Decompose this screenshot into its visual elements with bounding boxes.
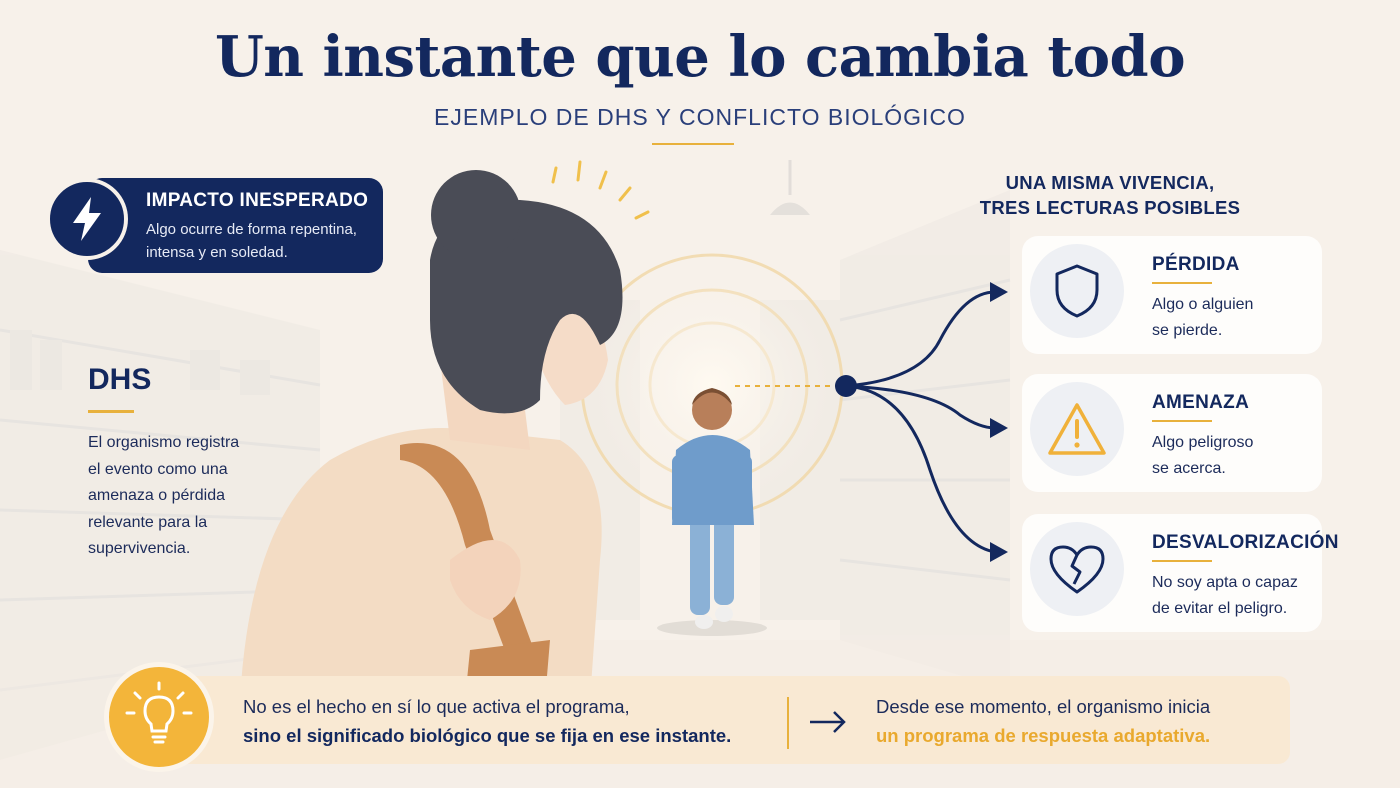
reading-card-amenaza: AMENAZA Algo peligroso se acerca. (1022, 374, 1322, 492)
impact-line-2: intensa y en soledad. (146, 244, 288, 261)
woman-figure (240, 170, 623, 700)
card-description: Algo o alguien se pierde. (1152, 292, 1253, 344)
dhs-line: el evento como una (88, 460, 228, 478)
card-line: Algo peligroso (1152, 434, 1254, 451)
card-underline (1152, 282, 1212, 284)
bottom-banner (150, 676, 1290, 764)
banner-text-1: No es el hecho en sí lo que activa el pr… (243, 696, 630, 717)
arrow-heads (990, 282, 1008, 562)
card-title: AMENAZA (1152, 392, 1250, 413)
shelves-left (0, 250, 321, 760)
lightning-icon (46, 178, 128, 260)
dhs-line: amenaza o pérdida (88, 487, 225, 504)
hub-dot (835, 375, 857, 397)
readings-heading-line-2: TRES LECTURAS POSIBLES (979, 197, 1241, 218)
banner-text-4: un programa de respuesta adaptativa. (876, 725, 1211, 746)
card-line: No soy apta o capaz (1152, 574, 1298, 591)
ceiling-lamp (770, 160, 810, 215)
dhs-line: El organismo registra (88, 434, 240, 451)
shelves-right (839, 190, 1011, 690)
dhs-title: DHS (88, 363, 152, 396)
impact-box: IMPACTO INESPERADO Algo ocurre de forma … (88, 178, 383, 273)
card-underline (1152, 420, 1212, 422)
banner-text-3: Desde ese momento, el organismo inicia (876, 696, 1211, 717)
card-description: Algo peligroso se acerca. (1152, 430, 1253, 482)
banner-text-2: sino el significado biológico que se fij… (243, 725, 732, 746)
alert-rays-icon (551, 160, 650, 220)
card-title: DESVALORIZACIÓN (1152, 532, 1339, 553)
card-line: de evitar el peligro. (1152, 600, 1288, 617)
warning-triangle-icon (1030, 382, 1124, 476)
impact-title: IMPACTO INESPERADO (146, 190, 369, 211)
impact-line-1: Algo ocurre de forma repentina, (146, 221, 357, 238)
child-figure (657, 388, 767, 636)
card-title: PÉRDIDA (1152, 254, 1240, 275)
card-line: Algo o alguien (1152, 296, 1254, 313)
reading-arrows (845, 290, 996, 554)
card-description: No soy apta o capaz de evitar el peligro… (1152, 570, 1298, 622)
shield-icon (1030, 244, 1124, 338)
dhs-underline (88, 410, 134, 413)
title-underline (652, 143, 734, 145)
card-underline (1152, 560, 1212, 562)
card-line: se acerca. (1152, 460, 1226, 477)
dhs-line: relevante para la (88, 513, 208, 531)
readings-heading-line-1: UNA MISMA VIVENCIA, (1005, 172, 1215, 193)
impact-description: Algo ocurre de forma repentina, intensa … (146, 218, 369, 264)
lightbulb-icon (104, 662, 214, 772)
dhs-description: El organismo registra el evento como una… (88, 430, 278, 563)
reading-card-perdida: PÉRDIDA Algo o alguien se pierde. (1022, 236, 1322, 354)
readings-heading: UNA MISMA VIVENCIA, TRES LECTURAS POSIBL… (960, 170, 1260, 220)
dhs-line: supervivencia. (88, 540, 191, 557)
broken-heart-icon (1030, 522, 1124, 616)
page-title: Un instante que lo cambia todo (214, 24, 1186, 90)
reading-card-desvalorizacion: DESVALORIZACIÓN No soy apta o capaz de e… (1022, 514, 1338, 632)
page-subtitle: EJEMPLO DE DHS Y CONFLICTO BIOLÓGICO (434, 104, 966, 130)
arrow-right-icon (806, 706, 850, 743)
card-line: se pierde. (1152, 322, 1223, 339)
banner-divider (787, 697, 789, 749)
